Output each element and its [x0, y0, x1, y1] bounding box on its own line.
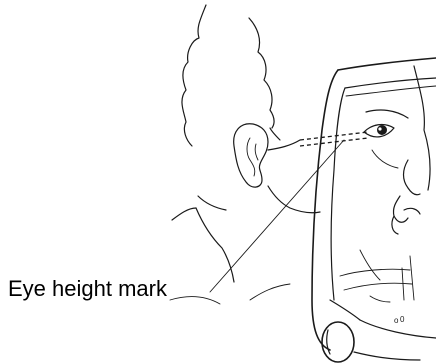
instrument-knob: [322, 322, 420, 362]
eye-height-mark-label: Eye height mark: [8, 278, 167, 300]
patient-face-outline: [170, 140, 320, 304]
face-through-window: [366, 66, 430, 234]
eye-height-line: [300, 132, 368, 146]
svg-text:o: o: [394, 316, 399, 325]
svg-text:0: 0: [400, 315, 405, 324]
patient-eye: [364, 125, 394, 137]
patient-hair: [182, 5, 280, 146]
instrument-frame: o 0: [312, 58, 436, 350]
callout-leader: [210, 140, 344, 292]
patient-ear: [234, 124, 268, 187]
